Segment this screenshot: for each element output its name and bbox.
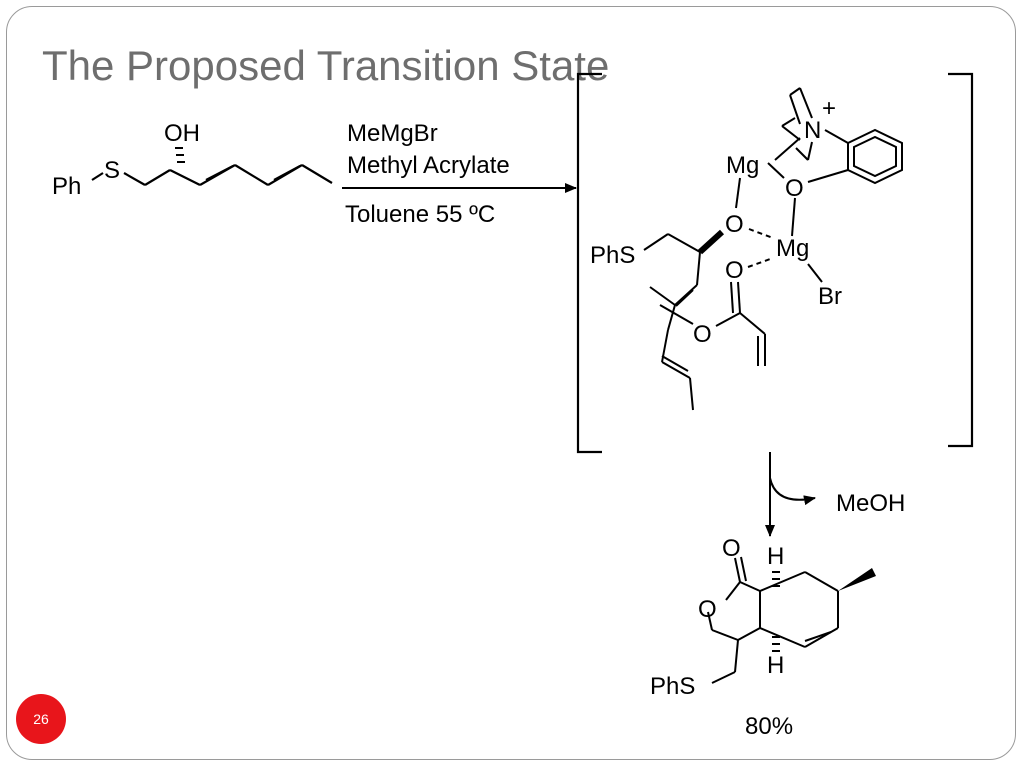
page-number-badge: 26 [16,694,66,744]
ts-mg-upper-label: Mg [726,152,759,179]
ts-o-carbonyl-label: O [725,257,744,284]
ts-o-phenoxide-label: O [785,175,804,202]
sulfur-label: S [104,157,120,184]
ts-charge-label: + [822,95,836,122]
product-h-bottom: H [767,652,784,679]
starting-material [91,147,333,186]
curved-arrow [769,477,816,506]
byproduct-meoh: MeOH [836,490,905,517]
product-yield: 80% [745,713,793,740]
reaction-conditions: Toluene 55 ºC [345,201,495,228]
ts-o-alkoxide-label: O [725,211,744,238]
slide-frame [6,6,1016,760]
reagent-methyl-acrylate: Methyl Acrylate [347,152,510,179]
slide-title: The Proposed Transition State [42,42,610,89]
transition-state-structure [643,87,903,411]
product-h-top: H [767,543,784,570]
hydroxyl-label: OH [164,120,200,147]
ts-o-ester-label: O [693,321,712,348]
ts-mg-lower-label: Mg [776,235,809,262]
reagent-memgbr: MeMgBr [347,120,438,147]
ts-phs-label: PhS [590,242,635,269]
ts-nitrogen-label: N [804,117,821,144]
product-structure [707,556,876,684]
product-phs-label: PhS [650,673,695,700]
phenyl-label: Ph [52,173,81,200]
product-ring-o: O [698,596,717,623]
ts-bromine-label: Br [818,283,842,310]
transition-state-brackets [576,72,974,454]
product-carbonyl-o: O [722,535,741,562]
